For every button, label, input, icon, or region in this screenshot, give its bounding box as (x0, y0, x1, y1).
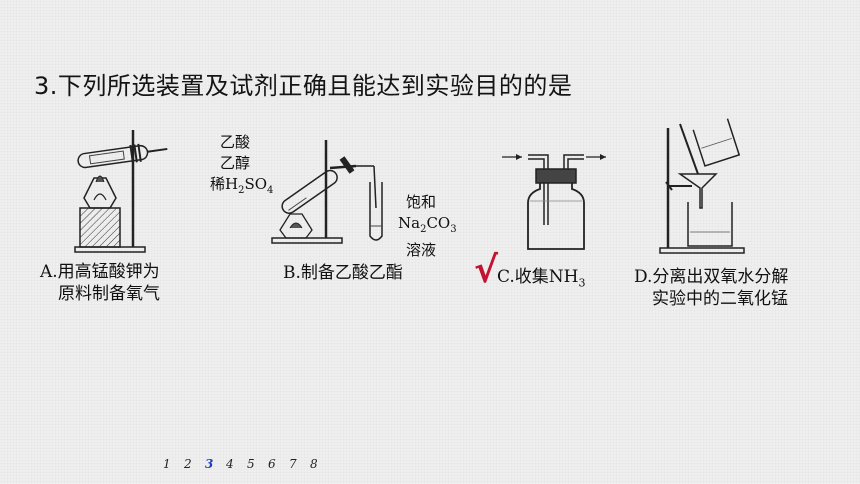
receiver-saturated: 饱和 (406, 193, 437, 211)
receiver-sodium-carbonate: Na2CO3 (398, 214, 457, 235)
option-b-caption: B.制备乙酸乙酯 (283, 263, 403, 283)
option-b-apparatus (268, 138, 398, 250)
option-a-apparatus (70, 120, 180, 255)
filtration-setup-diagram (659, 118, 745, 254)
option-d-apparatus (652, 116, 752, 256)
option-a-caption-line1: A.用高锰酸钾为 (40, 262, 160, 282)
page-link-6[interactable]: 6 (268, 457, 276, 471)
reagent-acetic-acid: 乙酸 (220, 133, 251, 151)
page-link-3-current[interactable]: 3 (205, 457, 214, 471)
option-b-reagent-labels: 乙酸 乙醇 稀H2SO4 (210, 132, 273, 201)
option-c-caption: C.收集NH3 (497, 267, 586, 290)
receiver-solution: 溶液 (406, 241, 437, 259)
ethyl-acetate-setup-diagram (271, 140, 383, 244)
option-d-caption: D.分离出双氧水分解 实验中的二氧化锰 (634, 266, 788, 310)
page-link-1[interactable]: 1 (163, 457, 171, 471)
reagent-ethanol: 乙醇 (220, 154, 251, 172)
option-d-caption-line2: 实验中的二氧化锰 (652, 289, 788, 309)
reagent-dilute-sulfuric-acid: 稀H2SO4 (210, 175, 274, 196)
option-c-apparatus (498, 145, 618, 255)
option-d-caption-line1: D.分离出双氧水分解 (634, 267, 789, 287)
option-a-caption: A.用高锰酸钾为 原料制备氧气 (40, 261, 160, 305)
correct-answer-check-icon: √ (474, 250, 499, 291)
gas-collection-bottle-diagram (502, 154, 606, 250)
page-link-4[interactable]: 4 (226, 457, 234, 471)
potassium-permanganate-setup-diagram (74, 130, 168, 253)
pagination: 1 2 3 4 5 6 7 8 (163, 457, 331, 471)
question-title: 3.下列所选装置及试剂正确且能达到实验目的的是 (34, 72, 573, 100)
page-link-8[interactable]: 8 (310, 457, 318, 471)
page-link-5[interactable]: 5 (247, 457, 255, 471)
page-link-7[interactable]: 7 (289, 457, 297, 471)
option-b-receiver-labels: 饱和 Na2CO3 溶液 (398, 192, 457, 261)
page-link-2[interactable]: 2 (184, 457, 192, 471)
option-a-caption-line2: 原料制备氧气 (58, 284, 160, 304)
